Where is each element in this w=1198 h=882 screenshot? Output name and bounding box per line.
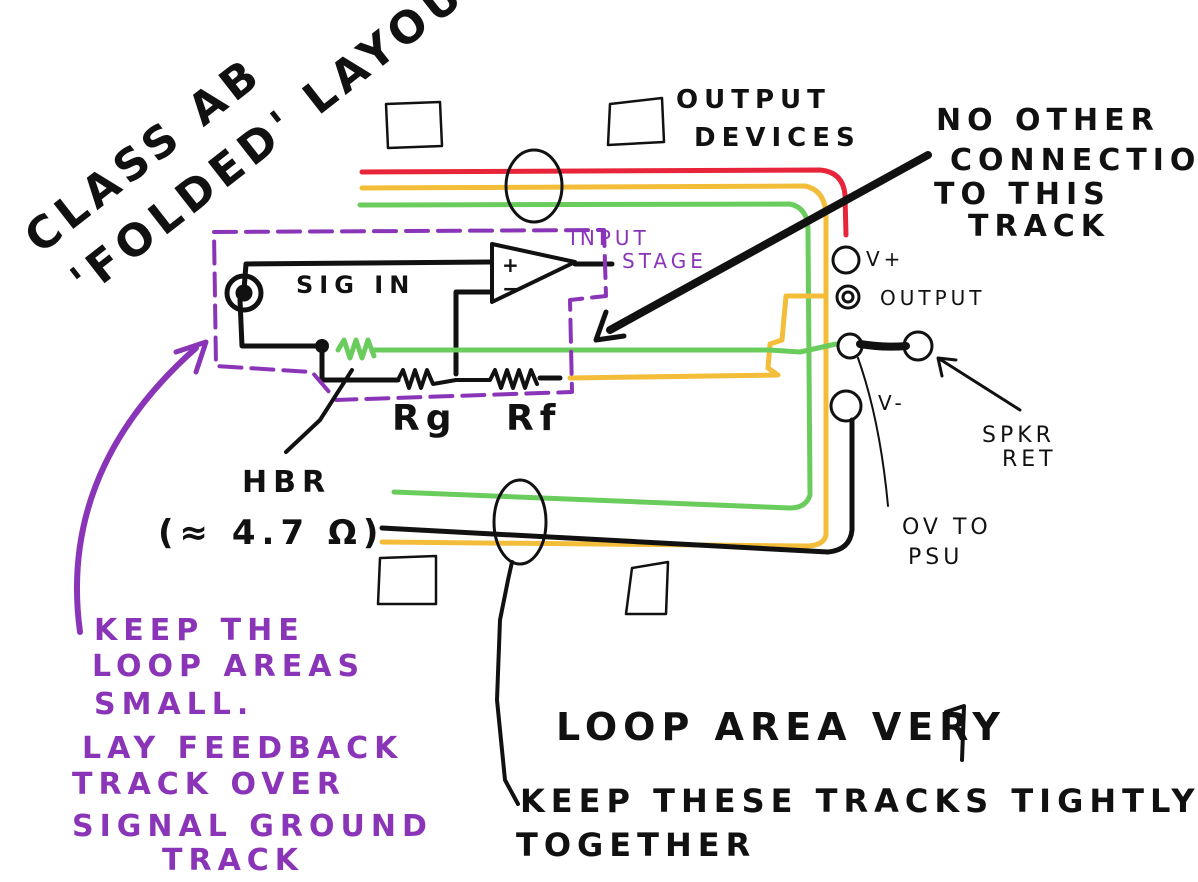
loop-ellipses	[492, 148, 564, 566]
sig-in-track	[241, 259, 493, 293]
opamp-feedback-to-minus	[453, 289, 493, 377]
output-device-top-left	[384, 100, 444, 150]
keep-tracks-pointer	[495, 560, 520, 806]
hbr-pointer	[284, 368, 354, 454]
spkr-label-2: RET	[1002, 447, 1057, 472]
rf-label: Rf	[506, 398, 561, 439]
output-pad-inner	[841, 290, 855, 304]
vplus-pad	[831, 245, 861, 275]
rg-label: Rg	[392, 398, 458, 439]
ground-junction-dot	[315, 339, 329, 353]
hbr-label-2: (≈ 4.7 Ω)	[158, 513, 384, 553]
loop-area-underline-mark	[944, 704, 966, 762]
no-other-label-3: TO THIS	[934, 177, 1111, 212]
power-rails	[357, 167, 849, 549]
v-minus-rail	[379, 417, 855, 555]
input-stage-dashed-outline	[212, 228, 608, 402]
no-other-label-2: CONNECTIONS	[950, 143, 1198, 178]
no-other-arrow-shaft	[606, 151, 932, 334]
input-opamp	[490, 242, 577, 304]
output-devices-label-2: DEVICES	[694, 123, 861, 153]
ov-to-psu-line	[857, 357, 889, 507]
ov-label-2: PSU	[908, 545, 963, 570]
output-device-bottom-right	[624, 560, 670, 616]
opamp-plus-label: +	[502, 253, 519, 277]
rg-resistor	[396, 368, 458, 390]
purple-note-line-6: SIGNAL GROUND	[72, 809, 433, 844]
terminal-pads	[829, 245, 934, 423]
sig-ground-track	[237, 297, 325, 349]
hbr-label-1: HBR	[242, 465, 331, 500]
opamp-triangle	[490, 242, 577, 304]
star-to-spkr-ret	[856, 340, 910, 351]
output-device-top-right	[606, 96, 666, 147]
rg-rf-track	[319, 343, 401, 383]
vminus-pad	[829, 389, 863, 423]
no-other-arrow-head	[593, 309, 627, 343]
loop-area-label: LOOP AREA VERY	[556, 705, 1006, 749]
keep-tracks-label-1: KEEP THESE TRACKS TIGHTLY	[520, 782, 1198, 820]
input-stage-label-1: INPUT	[570, 226, 650, 250]
green-rail-top	[357, 201, 813, 511]
keep-tracks-label-2: TOGETHER	[516, 826, 756, 864]
purple-arrow-shaft	[74, 345, 199, 635]
connector-inner-dot	[235, 284, 253, 302]
purple-note-line-2: LOOP AREAS	[92, 649, 365, 684]
rf-resistor	[454, 368, 539, 390]
output-label: OUTPUT	[880, 286, 986, 310]
sig-in-label: SIG IN	[296, 271, 415, 299]
purple-note-line-7: TRACK	[162, 843, 304, 878]
ov-label-1: OV TO	[902, 515, 992, 540]
output-pad	[835, 284, 861, 310]
purple-arrow-head	[173, 339, 209, 375]
signal-ground-track	[335, 337, 839, 361]
spkr-ret-arrow	[936, 356, 1022, 412]
sig-in-connector	[224, 273, 264, 313]
purple-note-line-1: KEEP THE	[94, 613, 305, 648]
purple-note-line-3: SMALL.	[94, 687, 254, 722]
no-other-label-4: TRACK	[968, 209, 1110, 244]
output-device-bottom-left	[376, 554, 438, 606]
purple-note-line-4: LAY FEEDBACK	[82, 731, 403, 766]
green-squiggle	[335, 337, 377, 361]
output-devices-label-1: OUTPUT	[676, 85, 831, 115]
output-device-pads	[376, 96, 670, 616]
opamp-minus-label: −	[502, 277, 520, 302]
vminus-label: V-	[878, 391, 906, 415]
input-stage-box	[212, 228, 608, 402]
purple-note: KEEP THE LOOP AREAS SMALL. LAY FEEDBACK …	[72, 613, 433, 878]
no-other-label-1: NO OTHER	[936, 103, 1160, 138]
green-feedback-line	[369, 341, 839, 355]
black-tracks	[237, 259, 855, 555]
input-stage-label-2: STAGE	[622, 249, 707, 273]
spkr-label-1: SPKR	[982, 423, 1055, 448]
vplus-label: V+	[866, 247, 904, 271]
top-loop-ellipse	[504, 148, 564, 224]
connector-outer-ring	[224, 273, 264, 313]
red-rail	[359, 167, 849, 238]
purple-note-line-5: TRACK OVER	[72, 767, 346, 802]
yellow-rail-top	[359, 183, 829, 549]
resistors	[396, 368, 539, 390]
output-yellow-connection	[567, 293, 829, 381]
bottom-loop-ellipse	[492, 478, 548, 566]
